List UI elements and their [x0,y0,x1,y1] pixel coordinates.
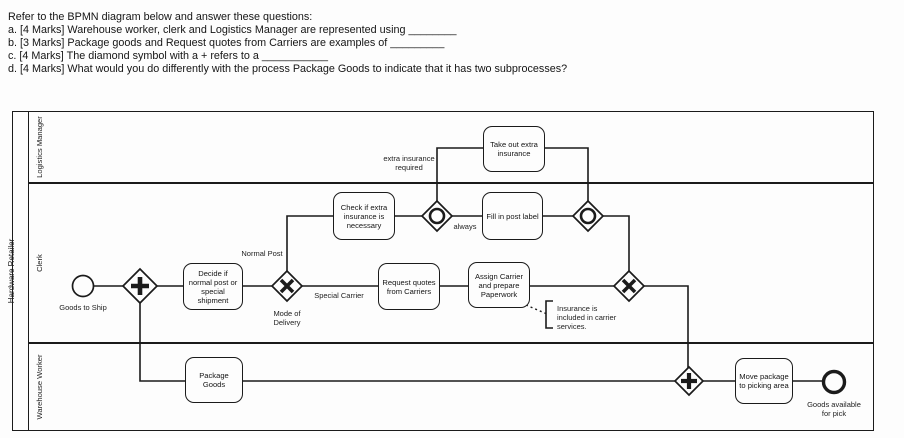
question-d: d. [4 Marks] What would you do different… [8,63,568,76]
label-special-carrier: Special Carrier [314,291,364,300]
lane-logistics-manager [27,111,874,183]
task-take-out-extra-insurance: Take out extra insurance [483,126,545,172]
parallel-gateway-split [121,267,159,305]
label-goods-available-for-pick: Goods available for pick [807,400,861,418]
xor-gateway-merge [612,269,646,303]
plus-icon [131,277,149,295]
task-request-quotes-from-carriers: Request quotes from Carriers [378,263,440,310]
x-icon [621,278,637,294]
circle-icon [428,207,446,225]
lane-clerk [27,183,874,343]
label-annotation-insurance-included: Insurance is included in carrier service… [557,304,617,331]
task-assign-carrier-prepare-paperwork: Assign Carrier and prepare Paperwork [468,262,530,308]
task-fill-in-post-label: Fill in post label [482,192,543,240]
lane-warehouse-worker [27,343,874,431]
label-mode-of-delivery: Mode of Delivery [273,309,301,327]
task-check-if-extra-insurance-necessary: Check if extra insurance is necessary [333,192,395,240]
pool-hardware-retailer [12,111,29,431]
label-extra-insurance-required: extra insurance required [383,154,435,172]
xor-gateway-mode-of-delivery [270,269,304,303]
circle-icon [579,207,597,225]
task-move-package-to-picking-area: Move package to picking area [735,358,793,404]
question-block: Refer to the BPMN diagram below and answ… [8,11,567,76]
question-b: b. [3 Marks] Package goods and Request q… [8,37,445,50]
end-event [821,369,847,395]
label-always: always [453,222,477,231]
label-normal-post: Normal Post [241,249,283,258]
parallel-gateway-merge [673,365,705,397]
label-goods-to-ship: Goods to Ship [59,303,107,312]
annotation-bracket-icon [545,300,553,329]
task-decide-normal-post-or-special: Decide if normal post or special shipmen… [183,263,243,310]
question-a: a. [4 Marks] Warehouse worker, clerk and… [8,24,457,37]
question-intro: Refer to the BPMN diagram below and answ… [8,11,313,23]
inclusive-gateway-merge [571,199,605,233]
plus-icon [681,373,697,389]
start-event [71,274,95,298]
x-icon [279,278,295,294]
question-c: c. [4 Marks] The diamond symbol with a +… [8,50,328,63]
inclusive-gateway-split [420,199,454,233]
task-package-goods: Package Goods [185,357,243,403]
